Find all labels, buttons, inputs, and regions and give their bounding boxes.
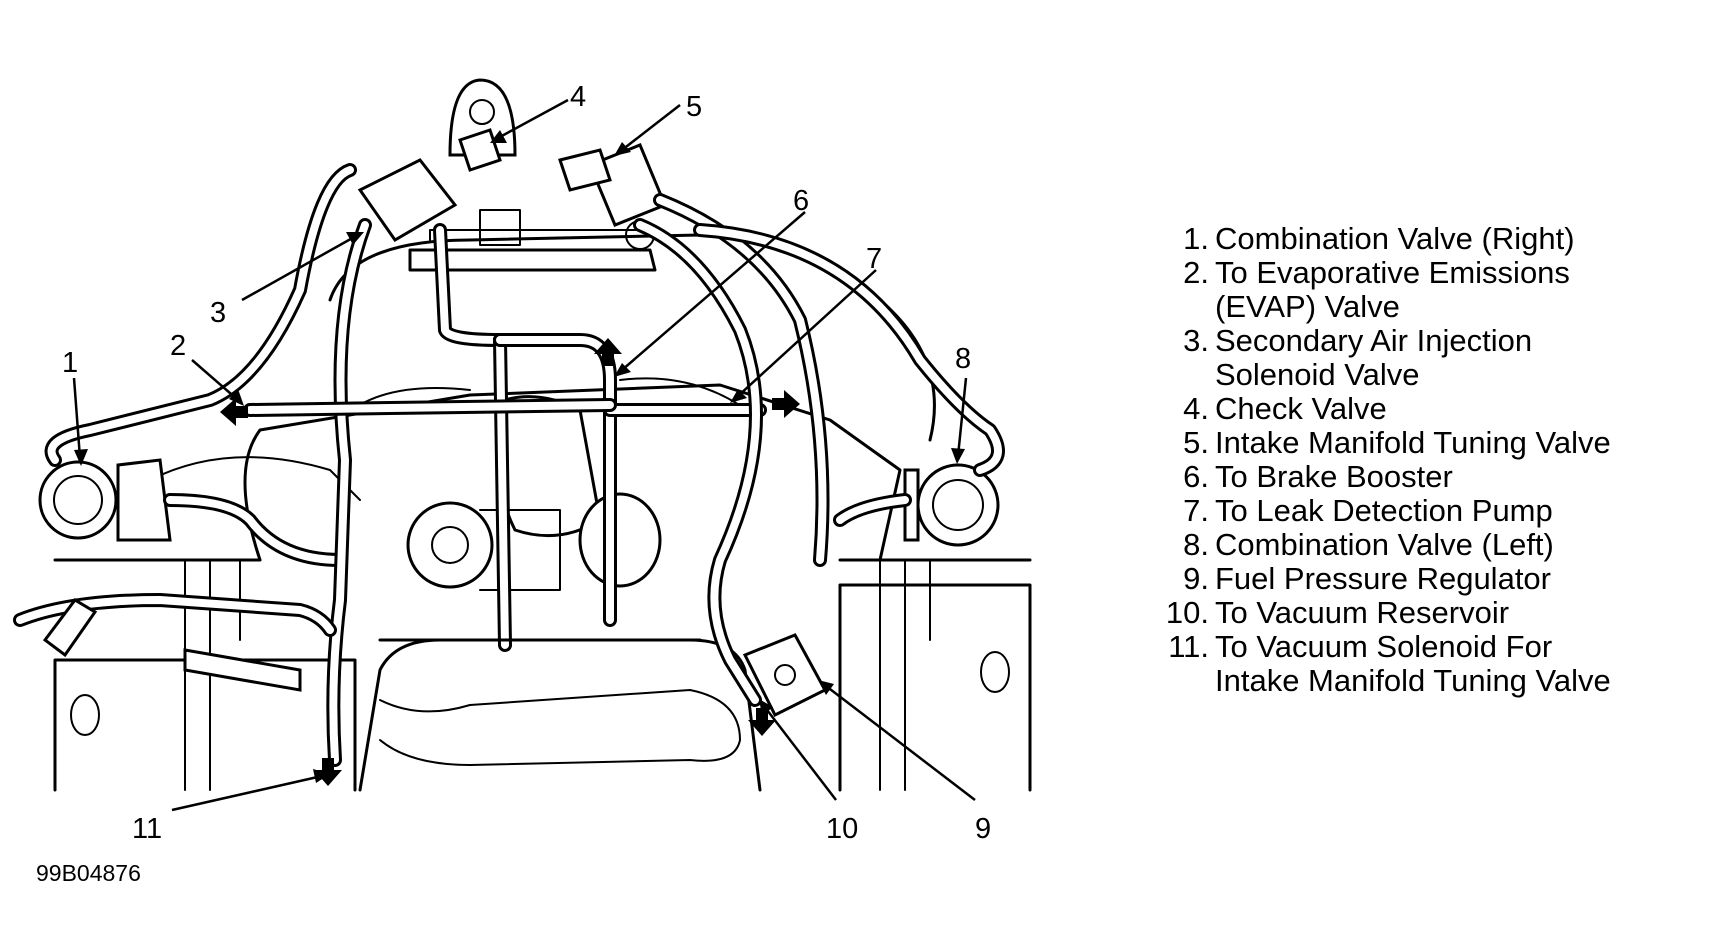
legend-item: 3.Secondary Air Injection Solenoid Valve <box>1183 323 1715 392</box>
legend-text: Fuel Pressure Regulator <box>1215 561 1551 596</box>
legend-item: 6.To Brake Booster <box>1183 459 1715 494</box>
callout-5: 5 <box>686 91 702 123</box>
solenoid-cluster <box>357 78 667 272</box>
legend-item: 5.Intake Manifold Tuning Valve <box>1183 425 1715 460</box>
legend-number: 5. <box>1183 425 1209 460</box>
legend-text: To Vacuum Reservoir <box>1215 595 1510 630</box>
legend-item: 11.To Vacuum Solenoid For Intake Manifol… <box>1168 629 1715 698</box>
legend-text: Intake Manifold Tuning Valve <box>1215 425 1611 460</box>
combination-valve-right <box>38 458 347 567</box>
vacuum-hoses <box>13 163 1005 767</box>
callout-11: 11 <box>132 813 162 845</box>
fuel-pressure-regulator <box>42 598 828 718</box>
callout-4: 4 <box>570 81 586 113</box>
legend-text: Check Valve <box>1215 391 1387 426</box>
legend-item: 4.Check Valve <box>1183 391 1715 426</box>
legend-number: 10. <box>1165 595 1209 630</box>
callout-10: 10 <box>826 813 858 845</box>
engine-block <box>53 558 1032 792</box>
legend-text: To Brake Booster <box>1215 459 1453 494</box>
engine-vacuum-hose-diagram: 1 2 3 4 5 6 7 8 9 10 11 <box>13 78 1032 845</box>
legend-item: 7.To Leak Detection Pump <box>1183 493 1715 528</box>
legend-number: 4. <box>1183 391 1209 426</box>
legend-number: 2. <box>1183 255 1209 290</box>
callout-6: 6 <box>793 185 809 217</box>
legend-text: Combination Valve (Left) <box>1215 527 1554 562</box>
arrow-up-6 <box>594 338 622 366</box>
legend-item: 2.To Evaporative Emissions (EVAP) Valve <box>1183 255 1715 324</box>
callout-7: 7 <box>866 243 882 275</box>
combination-valve-left <box>833 463 1000 547</box>
figure-code: 99B04876 <box>36 860 141 886</box>
arrow-down-10 <box>748 708 776 736</box>
callout-3: 3 <box>210 297 226 329</box>
callout-1: 1 <box>62 347 78 379</box>
legend-item: 8.Combination Valve (Left) <box>1183 527 1715 562</box>
callout-labels: 1 2 3 4 5 6 7 8 9 10 11 <box>62 81 991 845</box>
legend-text: To Leak Detection Pump <box>1215 493 1553 528</box>
legend-text: To Vacuum Solenoid For Intake Manifold T… <box>1215 629 1611 698</box>
legend-item: 9.Fuel Pressure Regulator <box>1183 561 1715 596</box>
legend-item: 10.To Vacuum Reservoir <box>1166 595 1715 630</box>
component-legend: 1.Combination Valve (Right) 2.To Evapora… <box>1166 221 1715 698</box>
arrow-down-11 <box>314 758 342 786</box>
legend-number: 1. <box>1183 221 1209 256</box>
legend-number: 6. <box>1183 459 1209 494</box>
legend-text: Secondary Air Injection Solenoid Valve <box>1215 323 1533 392</box>
arrow-right-7 <box>772 390 800 418</box>
arrow-left-2 <box>220 398 248 426</box>
legend-text: Combination Valve (Right) <box>1215 221 1575 256</box>
legend-number: 11. <box>1168 629 1209 664</box>
callout-9: 9 <box>975 813 991 845</box>
legend-number: 8. <box>1183 527 1209 562</box>
legend-item: 1.Combination Valve (Right) <box>1183 221 1715 256</box>
legend-number: 3. <box>1183 323 1209 358</box>
flow-arrows <box>220 338 800 786</box>
legend-text: To Evaporative Emissions (EVAP) Valve <box>1215 255 1570 324</box>
legend-number: 7. <box>1183 493 1209 528</box>
callout-leaders <box>72 98 976 812</box>
throttle-body <box>149 395 662 591</box>
callout-8: 8 <box>955 343 971 375</box>
legend-number: 9. <box>1183 561 1209 596</box>
callout-2: 2 <box>170 330 186 362</box>
